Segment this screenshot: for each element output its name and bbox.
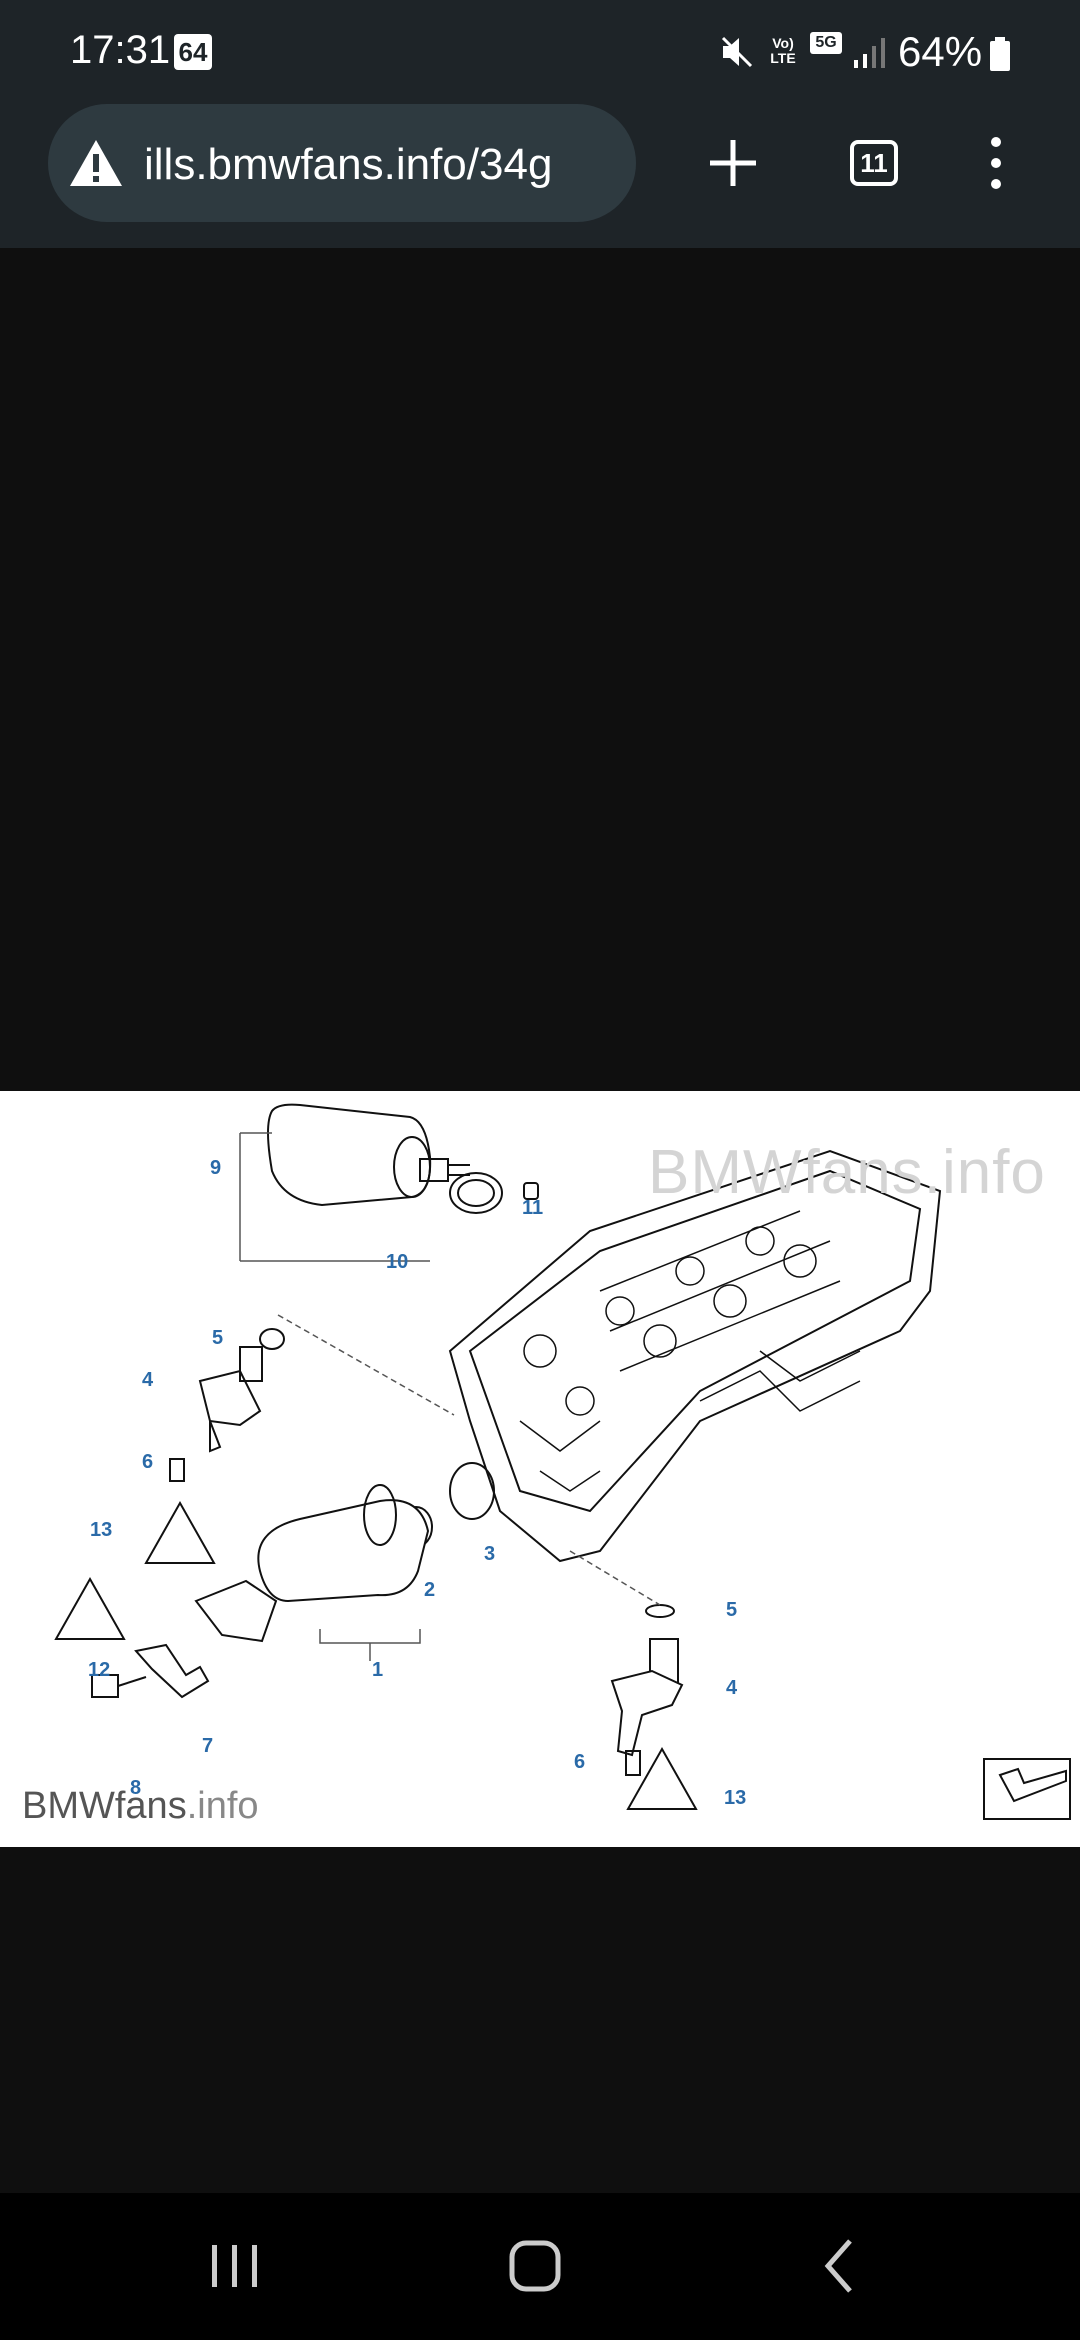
volte-icon: Vo) LTE bbox=[770, 35, 796, 66]
part-label: 6 bbox=[574, 1751, 586, 1773]
url-text[interactable]: ills.bmwfans.info/34g bbox=[144, 140, 553, 189]
parts-diagram-image[interactable]: BMWfans.info 9 11 10 5 4 6 13 3 2 12 1 5… bbox=[0, 1091, 1080, 1847]
battery-percentage: 64% bbox=[898, 28, 983, 75]
part-label: 13 bbox=[724, 1787, 747, 1809]
watermark-bottom-suffix: .info bbox=[186, 1785, 259, 1827]
5g-icon: 5G bbox=[810, 32, 842, 54]
system-nav-bar bbox=[0, 2193, 1080, 2340]
watermark-top-brand: BMWfans bbox=[648, 1138, 924, 1207]
tab-switcher-button[interactable]: 11 bbox=[850, 140, 898, 186]
watermark-bottom-brand: BMWfans bbox=[22, 1785, 187, 1827]
part-label: 4 bbox=[726, 1677, 738, 1699]
part-label: 10 bbox=[386, 1251, 409, 1273]
web-content[interactable]: BMWfans.info 9 11 10 5 4 6 13 3 2 12 1 5… bbox=[0, 248, 1080, 2193]
new-tab-icon[interactable] bbox=[700, 130, 766, 196]
engine-parts-drawing bbox=[54, 1103, 1071, 1820]
menu-icon[interactable] bbox=[963, 130, 1029, 196]
part-label: 7 bbox=[202, 1735, 214, 1757]
part-label: 12 bbox=[88, 1659, 111, 1681]
warning-icon[interactable] bbox=[68, 138, 124, 188]
recents-icon[interactable] bbox=[200, 2231, 270, 2301]
part-label: 9 bbox=[210, 1157, 222, 1179]
battery-icon bbox=[990, 37, 1010, 71]
part-label: 2 bbox=[424, 1579, 436, 1601]
part-label: 6 bbox=[142, 1451, 154, 1473]
part-label: 4 bbox=[142, 1369, 154, 1391]
home-icon[interactable] bbox=[500, 2231, 570, 2301]
watermark-top: BMWfans.info bbox=[648, 1137, 1046, 1208]
status-time: 17:31 bbox=[70, 28, 171, 72]
part-label: 3 bbox=[484, 1543, 496, 1565]
mute-icon bbox=[721, 36, 753, 68]
status-bar: 17:31 64 Vo) LTE 5G 64% bbox=[0, 0, 1080, 104]
part-label: 8 bbox=[130, 1777, 142, 1799]
part-label: 1 bbox=[372, 1659, 384, 1681]
part-label: 5 bbox=[212, 1327, 224, 1349]
back-icon[interactable] bbox=[806, 2231, 876, 2301]
watermark-top-suffix: .info bbox=[923, 1138, 1046, 1207]
browser-toolbar: ills.bmwfans.info/34g 11 bbox=[0, 104, 1080, 248]
address-bar[interactable]: ills.bmwfans.info/34g bbox=[48, 104, 636, 222]
watermark-bottom: BMWfans.info bbox=[22, 1785, 259, 1828]
part-label: 5 bbox=[726, 1599, 738, 1621]
signal-icon bbox=[854, 38, 885, 68]
part-label: 11 bbox=[522, 1197, 544, 1219]
notification-badge: 64 bbox=[174, 34, 212, 70]
part-label: 13 bbox=[90, 1519, 113, 1541]
